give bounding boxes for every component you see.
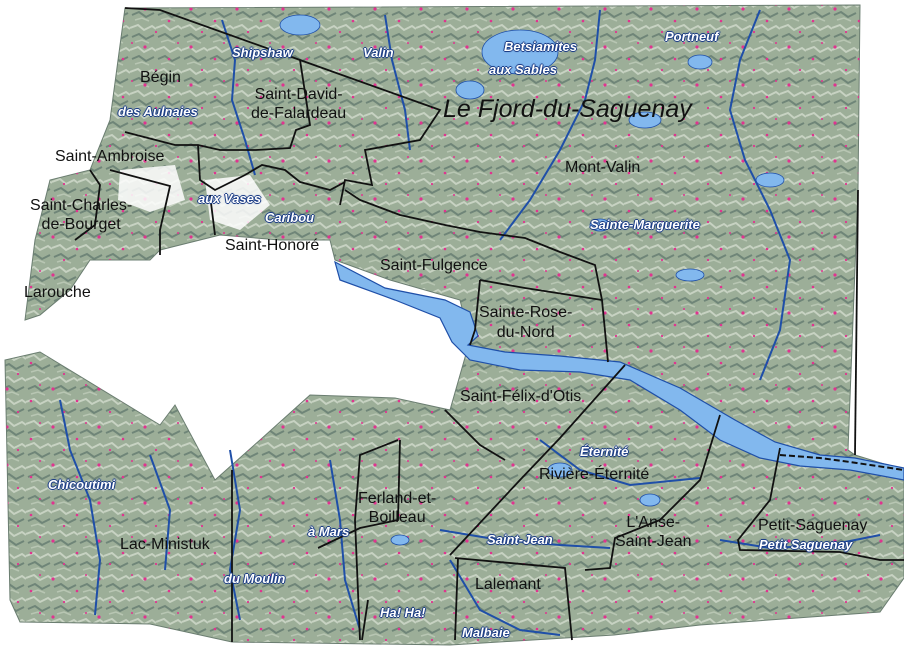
river-label-du-moulin: du Moulin	[224, 571, 286, 586]
fjord-outflow-boundary	[779, 454, 904, 471]
municipality-petit-saguenay[interactable]: Petit-Saguenay	[758, 517, 868, 534]
river-label-chicoutimi: Chicoutimi	[48, 477, 116, 492]
rivers-network	[59, 9, 881, 636]
municipality-saint-charles-de-bourget[interactable]: Saint-Charles- de-Bourget	[30, 198, 132, 233]
municipality-label-line: Saint-Charles-	[30, 197, 133, 214]
municipality-saint-fulgence[interactable]: Saint-Fulgence	[380, 257, 488, 274]
municipality-saint-honore[interactable]: Saint-Honoré	[225, 237, 320, 254]
river-label-caribou: Caribou	[265, 210, 315, 225]
municipality-label-line: de-Bourget	[41, 216, 121, 233]
municipality-saint-david-de-falardeau[interactable]: Saint-David- de-Falardeau	[251, 87, 346, 122]
river-label-malbaie: Malbaie	[462, 625, 510, 640]
municipality-begin[interactable]: Bégin	[140, 69, 181, 86]
municipality-label-line: Saint-Jean	[615, 533, 692, 550]
region-label: Le Fjord-du-Saguenay	[443, 95, 692, 123]
river-label-petit-saguenay: Petit Saguenay	[759, 537, 853, 552]
river-label-sainte-marguerite: Sainte-Marguerite	[590, 217, 700, 232]
river-label-aux-sables: aux Sables	[489, 62, 557, 77]
municipality-label-line: de-Falardeau	[251, 105, 347, 122]
municipality-lalemant[interactable]: Lalemant	[475, 576, 541, 593]
municipality-saint-ambroise[interactable]: Saint-Ambroise	[55, 148, 165, 165]
municipal-boundaries	[74, 7, 904, 642]
lakes	[279, 14, 785, 546]
municipality-ferland-et-boilleau[interactable]: Ferland-et- Boilleau	[358, 491, 436, 526]
river-label-saint-jean: Saint-Jean	[487, 532, 553, 547]
municipality-l-anse-saint-jean[interactable]: L'Anse- Saint-Jean	[615, 515, 692, 550]
municipality-riviere-eternite[interactable]: Rivière-Éternité	[539, 466, 650, 483]
river-label-portneuf: Portneuf	[665, 29, 719, 44]
municipality-lac-ministuk[interactable]: Lac-Ministuk	[120, 536, 210, 553]
river-label-des-aulnaies: des Aulnaies	[118, 104, 198, 119]
municipality-mont-valin[interactable]: Mont-Valin	[565, 159, 641, 176]
municipality-label-line: L'Anse-	[626, 514, 681, 531]
municipality-sainte-rose-du-nord[interactable]: Sainte-Rose- du-Nord	[479, 305, 572, 341]
municipality-saint-felix-d-otis[interactable]: Saint-Félix-d'Otis	[460, 388, 582, 405]
river-label-valin: Valin	[363, 45, 394, 60]
municipality-label-line: Saint-David-	[254, 86, 343, 103]
river-label-eternite: Éternité	[580, 444, 629, 459]
river-label-ha-ha: Ha! Ha!	[380, 605, 426, 620]
river-label-betsiamites: Betsiamites	[504, 39, 577, 54]
municipality-label-line: Sainte-Rose-	[479, 304, 573, 321]
municipality-label-line: Ferland-et-	[358, 490, 437, 507]
river-label-a-mars: à Mars	[308, 524, 350, 539]
municipality-larouche[interactable]: Larouche	[24, 284, 91, 301]
municipality-label-line: du-Nord	[496, 324, 555, 341]
river-label-shipshaw: Shipshaw	[232, 45, 293, 60]
municipality-label-line: Boilleau	[368, 509, 426, 526]
river-label-aux-vases: aux Vases	[198, 191, 262, 206]
